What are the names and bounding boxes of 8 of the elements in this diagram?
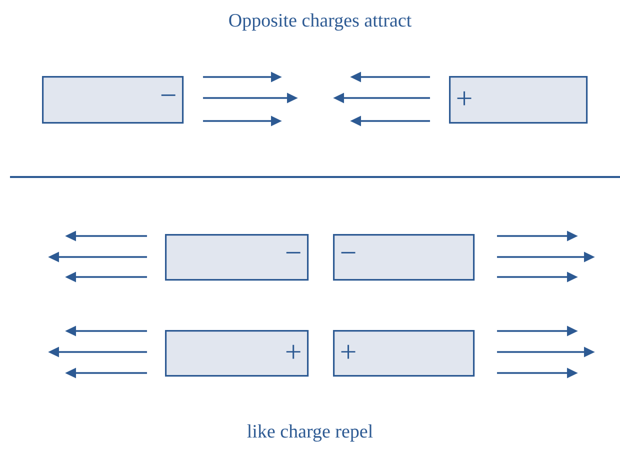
- charge-box: +: [165, 330, 309, 377]
- charge-box: −: [42, 76, 184, 124]
- charge-box: +: [449, 76, 588, 124]
- title: Opposite charges attract: [229, 13, 412, 31]
- charge-box: +: [333, 330, 475, 377]
- charge-box: −: [165, 234, 309, 281]
- caption: like charge repel: [247, 424, 373, 442]
- charge-box: −: [333, 234, 475, 281]
